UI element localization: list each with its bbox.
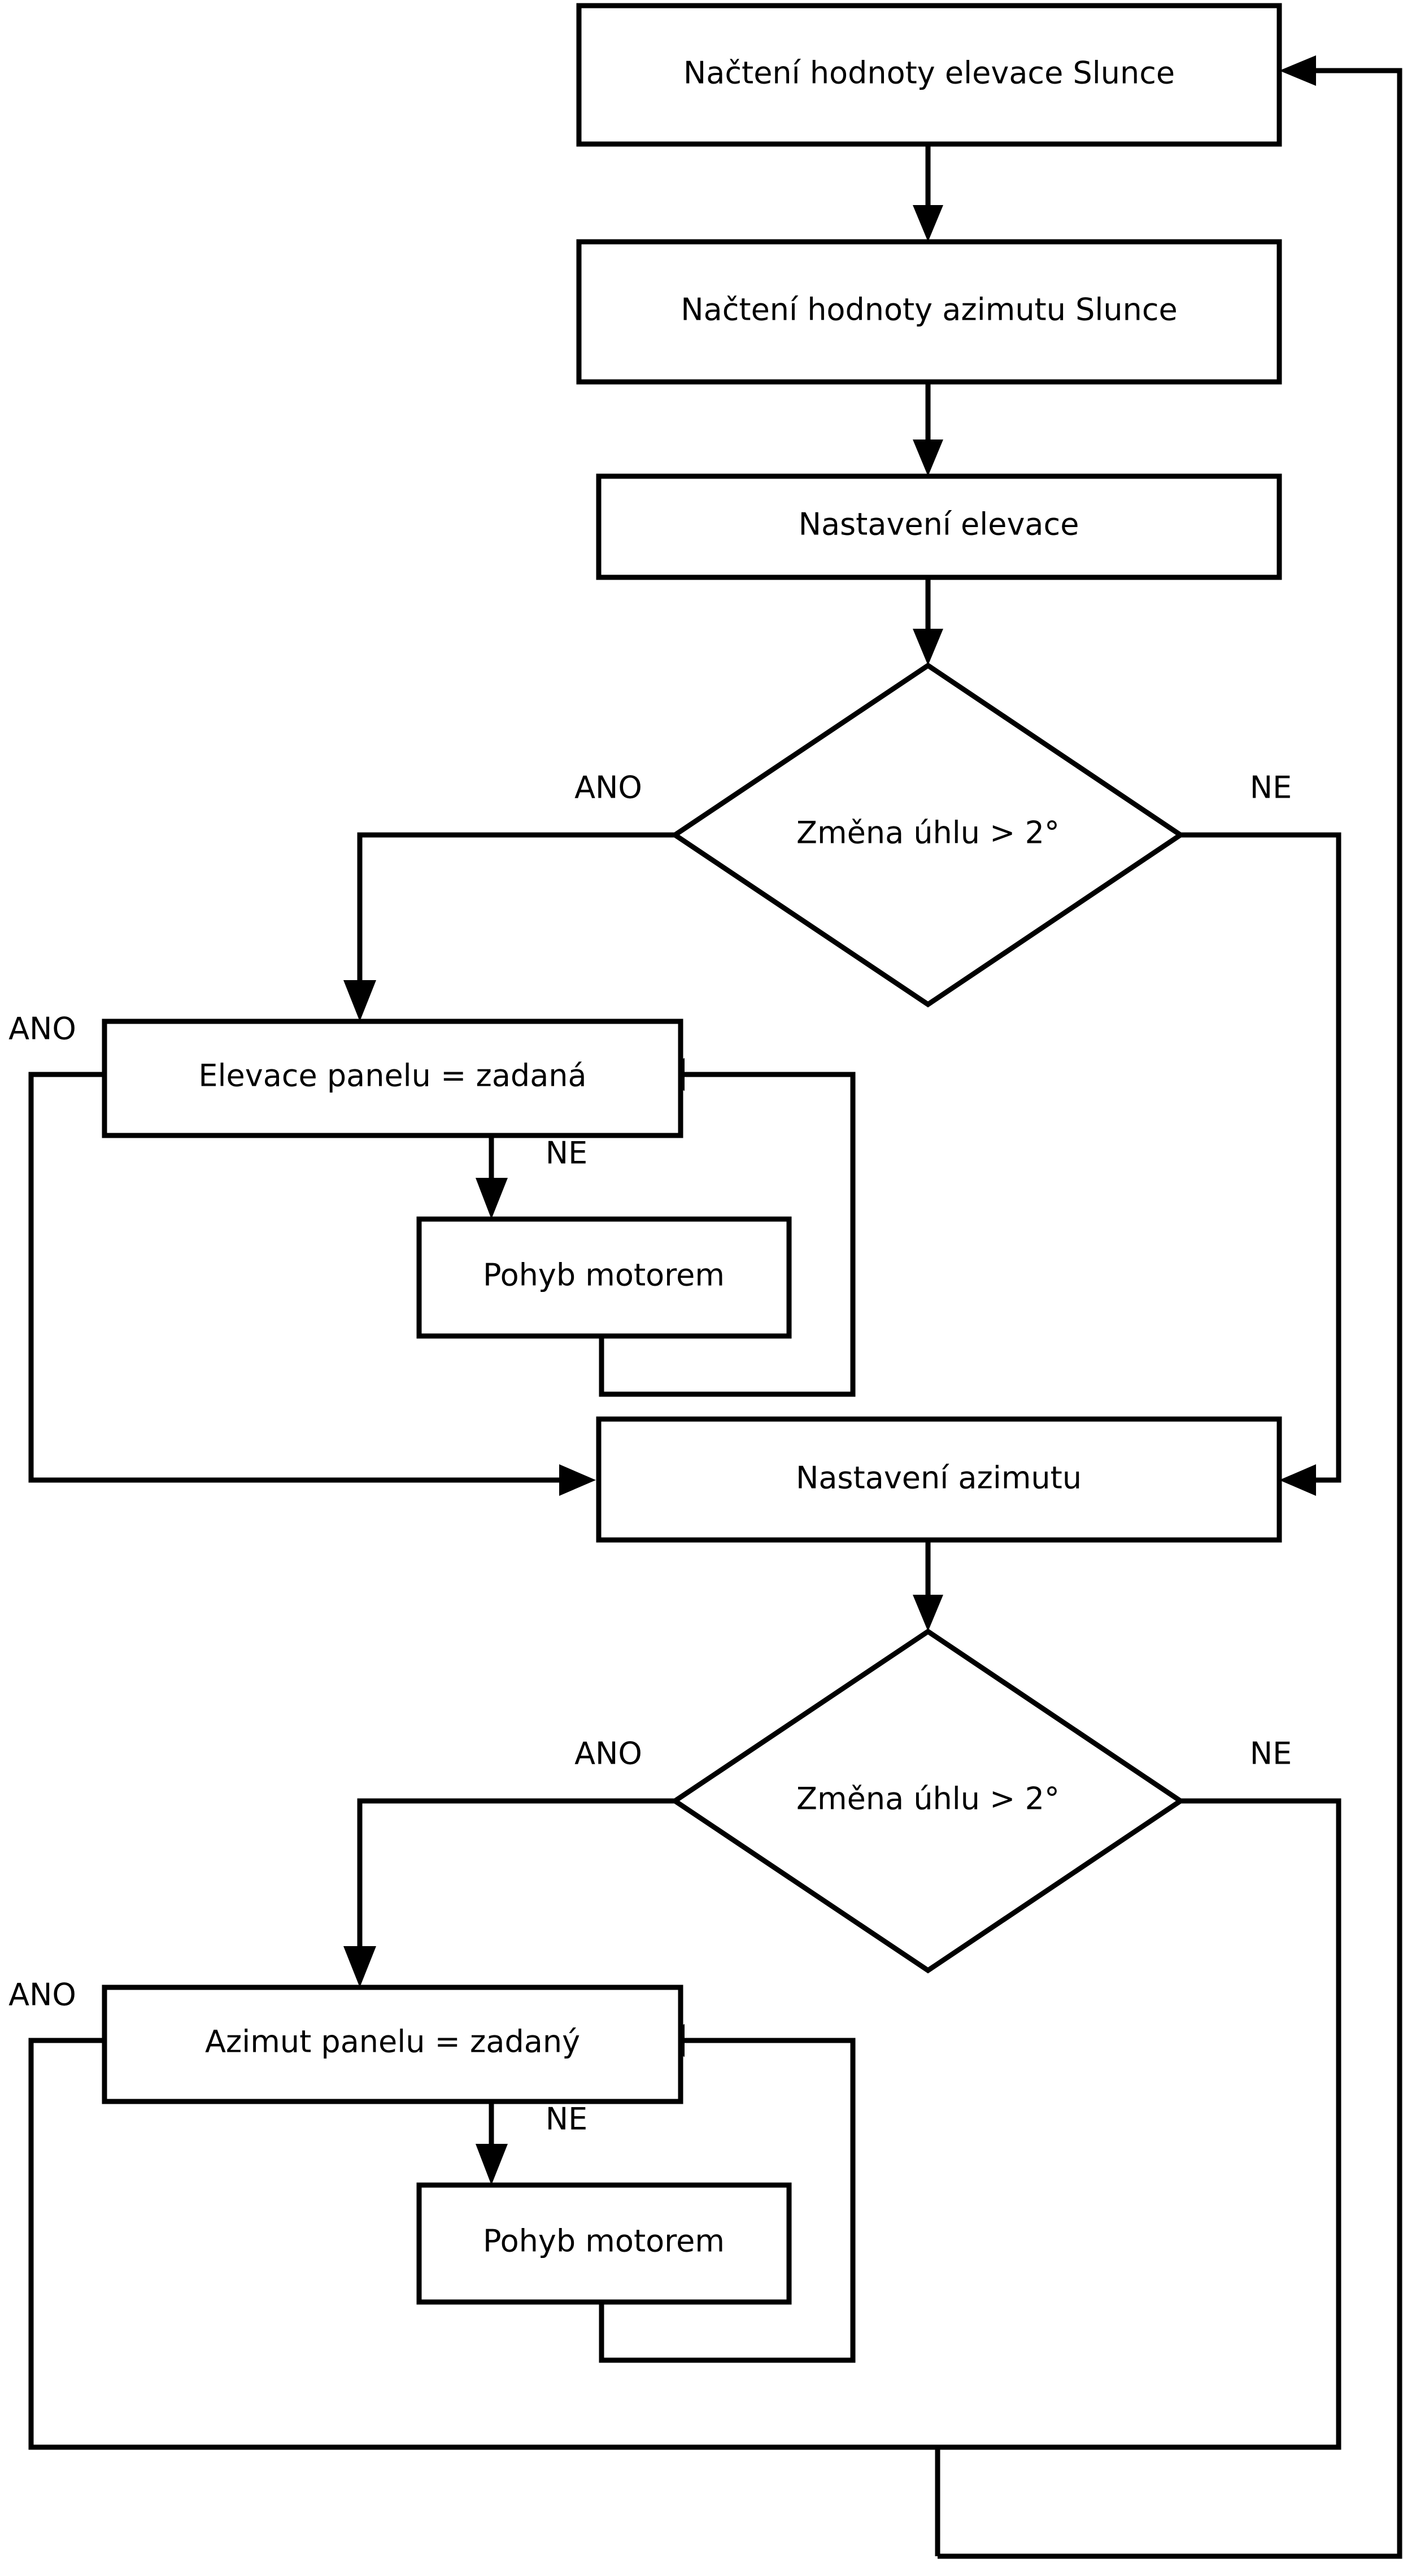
node-decision-elevation[interactable]: Změna úhlu > 2° [670, 662, 1186, 1008]
edge-panel-azim-no-arrowhead [476, 2144, 508, 2185]
node-read-elevation-label: Načtení hodnoty elevace Slunce [683, 55, 1175, 91]
edge-set-elev-to-decision-arrowhead [913, 629, 943, 665]
node-panel-azimuth-check[interactable]: Azimut panelu = zadaný [102, 1985, 683, 2104]
edge-panel-elev-yes-arrowhead [559, 1464, 596, 1496]
edge-set-azim-to-decision-arrowhead [913, 1595, 943, 1631]
node-panel-elevation-check[interactable]: Elevace panelu = zadaná [102, 1019, 683, 1138]
node-panel-elevation-check-label: Elevace panelu = zadaná [198, 1058, 586, 1094]
edge-label-decision-azim-no: NE [1250, 1736, 1292, 1772]
node-decision-azimuth[interactable]: Změna úhlu > 2° [670, 1628, 1186, 1974]
node-motor-move-elevation-label: Pohyb motorem [483, 1257, 725, 1293]
node-set-elevation-label: Nastavení elevace [799, 507, 1079, 542]
edge-read-azim-to-set-elev-arrowhead [913, 440, 943, 476]
node-motor-move-azimuth-label: Pohyb motorem [483, 2223, 725, 2259]
node-decision-azimuth-label: Změna úhlu > 2° [796, 1781, 1060, 1817]
node-panel-azimuth-check-label: Azimut panelu = zadaný [205, 2024, 580, 2060]
edge-label-panel-azim-no: NE [546, 2101, 588, 2137]
edge-read-elev-to-read-azim-arrowhead [913, 205, 943, 242]
edge-decision-azim-yes-arrowhead [343, 1946, 376, 1987]
node-set-azimuth[interactable]: Nastavení azimutu [596, 1416, 1282, 1543]
edge-feedback-loop [938, 68, 1402, 2559]
edge-decision-elev-no [1180, 832, 1341, 1483]
edge-label-panel-azim-yes: ANO [8, 1977, 76, 2013]
edge-label-panel-elev-yes: ANO [8, 1011, 76, 1047]
edge-panel-elev-yes [28, 1072, 573, 1483]
edge-motor-azim-return [599, 2038, 856, 2363]
edge-decision-elev-yes-arrowhead [343, 980, 376, 1021]
edge-feedback-arrowhead [1279, 55, 1316, 86]
node-read-azimuth[interactable]: Načtení hodnoty azimutu Slunce [576, 239, 1282, 385]
edge-label-decision-azim-yes: ANO [574, 1736, 642, 1772]
node-read-elevation[interactable]: Načtení hodnoty elevace Slunce [576, 3, 1282, 147]
node-set-elevation[interactable]: Nastavení elevace [596, 473, 1282, 580]
node-motor-move-elevation[interactable]: Pohyb motorem [416, 1216, 792, 1339]
node-decision-elevation-label: Změna úhlu > 2° [796, 815, 1060, 851]
node-set-azimuth-label: Nastavení azimutu [796, 1460, 1082, 1496]
edge-panel-azim-yes [28, 2038, 940, 2556]
edge-decision-azim-yes [357, 1798, 675, 1952]
edge-label-panel-elev-no: NE [546, 1135, 588, 1171]
edge-motor-elev-return [599, 1072, 856, 1397]
edge-decision-elev-yes [357, 832, 675, 986]
edge-decision-elev-no-arrowhead [1279, 1464, 1316, 1496]
node-read-azimuth-label: Načtení hodnoty azimutu Slunce [681, 292, 1178, 328]
edge-decision-azim-no [938, 1798, 1341, 2450]
edge-label-decision-elev-no: NE [1250, 770, 1292, 806]
edge-label-decision-elev-yes: ANO [574, 770, 642, 806]
edge-panel-elev-no-arrowhead [476, 1178, 508, 1219]
node-motor-move-azimuth[interactable]: Pohyb motorem [416, 2182, 792, 2305]
